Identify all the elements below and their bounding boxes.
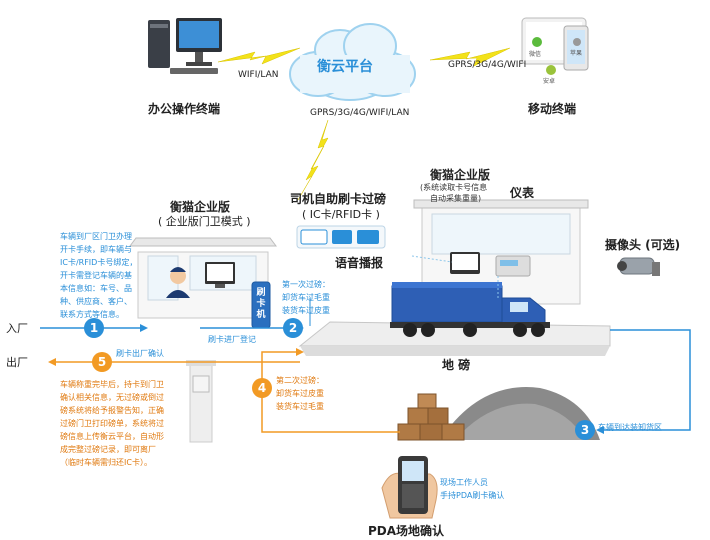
camera-icon: [617, 257, 660, 276]
step5-badge: 5: [92, 352, 112, 372]
enter-label: 入厂: [6, 322, 28, 335]
step4-badge: 4: [252, 378, 272, 398]
kiosk-subtitle: ( IC卡/RFID卡 ): [302, 208, 380, 221]
weighroom-subtitle-1: (系统读取卡号信息: [420, 183, 488, 192]
cloud-title: 衡云平台: [317, 59, 373, 75]
mobile-label: 移动终端: [528, 102, 577, 116]
meter-label: 仪表: [510, 186, 535, 200]
cargo-boxes: [397, 393, 465, 441]
mobile-devices-icon: [521, 17, 589, 75]
step5-note: 车辆称重完毕后，持卡到门卫 确认相关信息，无过磅或倒过 磅系统将给予报警告知，正…: [60, 380, 164, 467]
office-computer-icon: [148, 18, 222, 74]
weighroom-title: 衡猫企业版: [430, 168, 491, 182]
scale-label: 地 磅: [442, 358, 471, 372]
step3-label: 车辆到达装卸货区: [598, 423, 662, 432]
kiosk-title: 司机自助刷卡过磅: [290, 192, 387, 206]
card-reader-label: 刷卡机: [256, 288, 266, 320]
truck-icon: [390, 282, 550, 337]
office-label: 办公操作终端: [148, 102, 221, 116]
step1-note: 车辆到厂区门卫办理 开卡手续，即车辆与 IC卡/RFID卡号绑定， 开卡需登记车…: [60, 232, 138, 319]
guard-subtitle: ( 企业版门卫模式 ): [158, 215, 251, 228]
first-weigh-note: 第一次过磅： 卸货车过毛重 装货车过皮重: [282, 280, 330, 315]
exit-label: 出厂: [6, 356, 28, 369]
lightning-cloud-mobile: [429, 47, 511, 67]
pda-note: 现场工作人员 手持PDA刷卡确认: [440, 478, 505, 500]
lightning-office-cloud: [217, 47, 301, 65]
step5-label: 刷卡出厂确认: [116, 349, 164, 358]
office-link-label: WIFI/LAN: [238, 70, 279, 80]
guard-monitor-icon: [205, 262, 235, 288]
second-weigh-note: 第二次过磅： 卸货车过皮重 装货车过毛重: [276, 376, 324, 411]
step2-label: 刷卡进厂登记: [208, 335, 256, 344]
kiosk-panel: [296, 225, 386, 249]
mobile-link-label: GPRS/3G/4G/WIFI: [448, 60, 527, 70]
kiosk-link-label: GPRS/3G/4G/WIFI/LAN: [310, 108, 410, 118]
app-wechat-label: 微信: [529, 51, 542, 58]
pda-hand-icon: [381, 456, 438, 519]
step1-badge: 1: [84, 318, 104, 338]
step3-badge: 3: [575, 420, 595, 440]
voice-label: 语音播报: [335, 256, 384, 270]
app-android-label: 安卓: [543, 78, 556, 85]
cloud-shape: [289, 23, 416, 101]
weighroom-subtitle-2: 自动采集重量): [430, 194, 482, 203]
app-apple-label: 苹果: [570, 50, 583, 57]
pda-label: PDA场地确认: [368, 524, 445, 538]
guard-person-icon: [166, 267, 190, 298]
step2-badge: 2: [283, 318, 303, 338]
camera-label: 摄像头 (可选): [605, 238, 681, 252]
gravel-pile: [440, 387, 600, 440]
guard-title: 衡猫企业版: [170, 200, 231, 214]
lightning-cloud-kiosk: [297, 119, 329, 201]
barrier-gate: [186, 360, 216, 443]
